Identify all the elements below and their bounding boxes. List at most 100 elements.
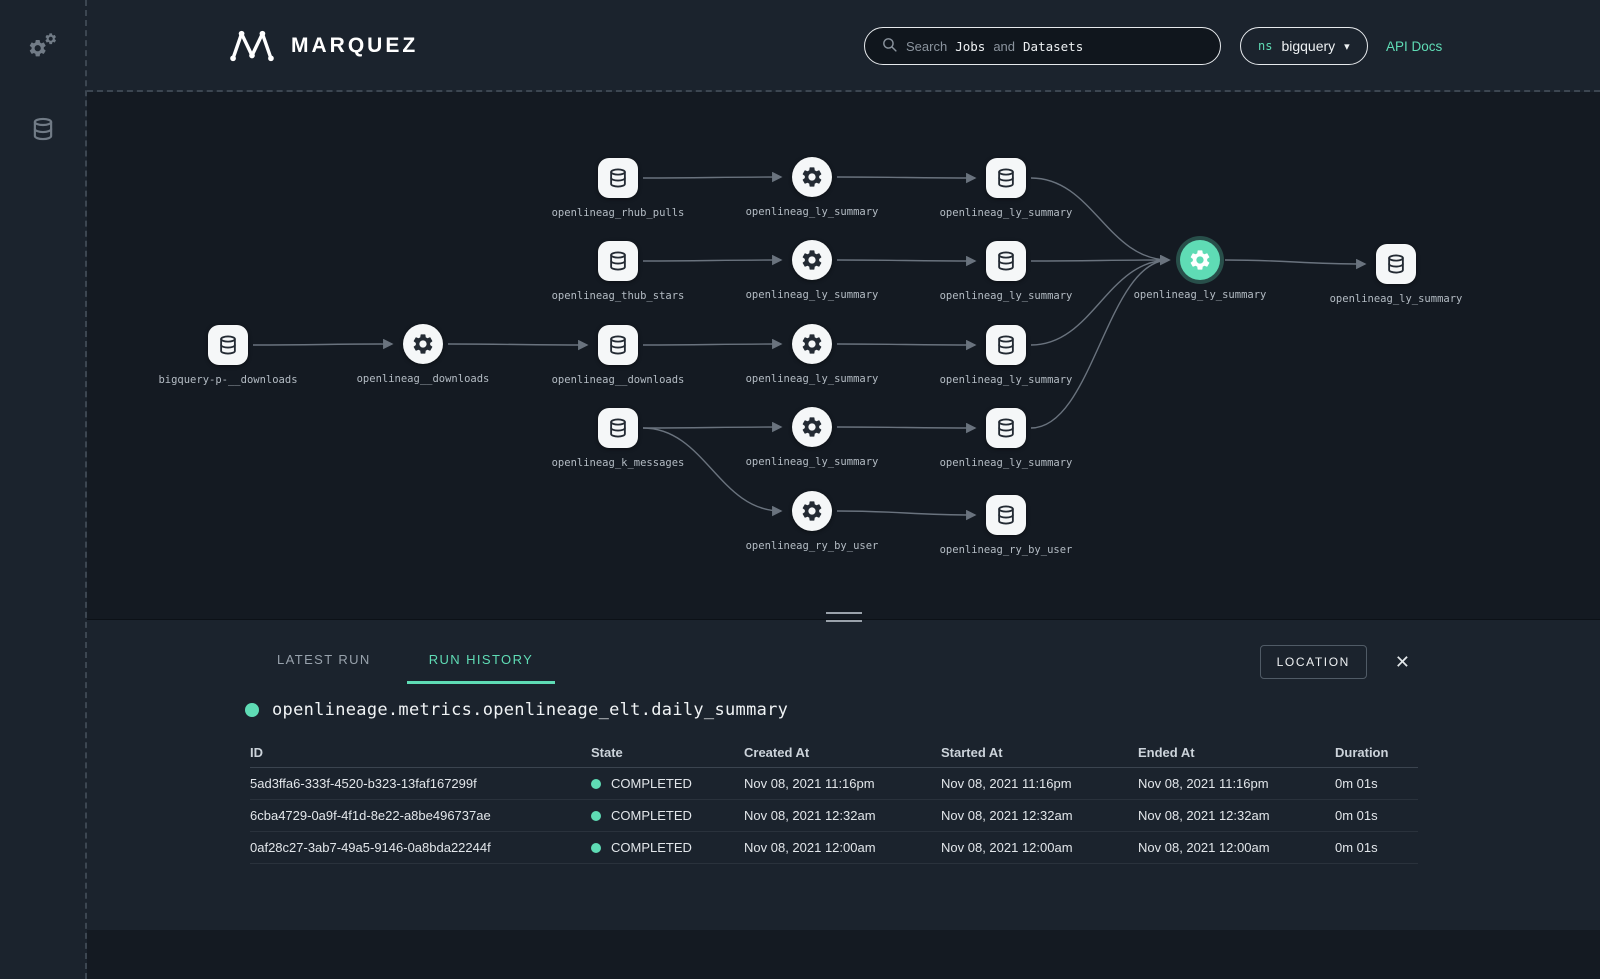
column-header: Started At [941,745,1003,760]
dataset-node[interactable]: openlineag_ly_summary [911,325,1101,386]
datasets-database-icon [30,117,56,145]
gear-icon [792,157,832,197]
chevron-down-icon: ▾ [1344,40,1350,53]
marquez-logo-icon [230,30,274,62]
node-label: openlineag_ly_summary [939,207,1073,219]
namespace-label: ns [1258,39,1273,53]
run-started-cell: Nov 08, 2021 11:16pm [941,776,1072,791]
job-title-row: openlineage.metrics.openlineage_elt.dail… [245,700,788,720]
run-created-cell: Nov 08, 2021 12:00am [744,840,876,855]
node-label: openlineag_ly_summary [939,290,1073,302]
tab-run-history[interactable]: RUN HISTORY [406,640,556,684]
gear-icon [792,324,832,364]
job-title: openlineage.metrics.openlineage_elt.dail… [272,700,789,720]
node-label: openlineag_ry_by_user [939,544,1073,556]
node-label: openlineag__downloads [551,374,685,386]
brand-name: MARQUEZ [291,34,419,57]
dataset-node[interactable]: openlineag_ly_summary [911,158,1101,219]
job-node[interactable]: openlineag_ly_summary [717,157,907,218]
run-id-cell: 5ad3ffa6-333f-4520-b323-13faf167299f [250,776,477,791]
drawer-resize-handle[interactable] [825,612,862,622]
sidebar-datasets-button[interactable] [30,116,56,145]
column-header: Ended At [1138,745,1195,760]
run-tabs: LATEST RUN RUN HISTORY [255,640,569,684]
search-placeholder-and: and [993,38,1016,54]
job-status-dot-icon [245,703,259,717]
dataset-node[interactable]: openlineag_k_messages [523,408,713,469]
job-node[interactable]: openlineag_ry_by_user [717,491,907,552]
gear-icon [403,324,443,364]
column-header: ID [250,745,263,760]
node-label: openlineag_thub_stars [551,290,685,302]
database-icon [598,408,638,448]
run-duration-cell: 0m 01s [1335,840,1378,855]
dataset-node[interactable]: openlineag_ly_summary [911,241,1101,302]
run-duration-cell: 0m 01s [1335,776,1378,791]
top-header: MARQUEZ Search Jobs and Datasets ns bigq… [87,0,1600,92]
dataset-node[interactable]: bigquery-p-__downloads [133,325,323,386]
sidebar-jobs-button[interactable] [27,32,58,62]
run-state-cell: COMPLETED [591,840,744,855]
database-icon [986,325,1026,365]
search-placeholder-datasets: Datasets [1023,38,1084,54]
node-label: openlineag_ly_summary [745,456,879,468]
node-label: openlineag_ly_summary [745,206,879,218]
database-icon [986,495,1026,535]
database-icon [1376,244,1416,284]
run-started-cell: Nov 08, 2021 12:32am [941,808,1073,823]
run-id-cell: 0af28c27-3ab7-49a5-9146-0a8bda22244f [250,840,491,855]
database-icon [986,241,1026,281]
gear-icon [792,407,832,447]
dataset-node[interactable]: openlineag_thub_stars [523,241,713,302]
column-header: Duration [1335,745,1389,760]
location-button[interactable]: LOCATION [1259,645,1367,679]
node-label: bigquery-p-__downloads [158,374,298,386]
database-icon [598,325,638,365]
run-created-cell: Nov 08, 2021 12:32am [744,808,876,823]
run-ended-cell: Nov 08, 2021 12:32am [1138,808,1270,823]
close-icon[interactable]: ✕ [1394,652,1410,672]
tab-latest-run[interactable]: LATEST RUN [255,640,393,684]
database-icon [986,158,1026,198]
dataset-node[interactable]: openlineag__downloads [523,325,713,386]
sidebar [0,0,87,979]
run-row[interactable]: 5ad3ffa6-333f-4520-b323-13faf167299f COMP… [250,768,1418,800]
job-node[interactable]: openlineag_ly_summary [717,240,907,301]
search-input[interactable]: Search Jobs and Datasets [864,27,1221,65]
status-dot-icon [591,810,601,821]
run-row[interactable]: 0af28c27-3ab7-49a5-9146-0a8bda22244f COMP… [250,832,1418,864]
namespace-select[interactable]: ns bigquery ▾ [1240,27,1368,65]
jobs-gears-icon [27,33,58,62]
job-node[interactable]: openlineag__downloads [328,324,518,385]
node-label: openlineag__downloads [356,373,490,385]
run-ended-cell: Nov 08, 2021 12:00am [1138,840,1270,855]
database-icon [598,158,638,198]
column-header: Created At [744,745,810,760]
status-dot-icon [591,842,601,853]
node-label: openlineag_ly_summary [1329,293,1463,305]
dataset-node[interactable]: openlineag_ry_by_user [911,495,1101,556]
drawer-actions: LOCATION ✕ [1259,645,1410,679]
search-placeholder-jobs: Jobs [955,38,986,54]
database-icon [986,408,1026,448]
run-state-cell: COMPLETED [591,808,744,823]
job-node[interactable]: openlineag_ly_summary [1105,240,1295,301]
search-placeholder-prefix: Search [906,38,948,54]
dataset-node[interactable]: openlineag_ly_summary [911,408,1101,469]
job-node[interactable]: openlineag_ly_summary [717,407,907,468]
dataset-node[interactable]: openlineag_rhub_pulls [523,158,713,219]
gear-icon [792,240,832,280]
api-docs-link[interactable]: API Docs [1386,38,1443,54]
node-label: openlineag_ly_summary [939,374,1073,386]
search-icon [881,36,898,56]
run-state-cell: COMPLETED [591,776,744,791]
brand-logo: MARQUEZ [227,0,418,92]
dataset-node[interactable]: openlineag_ly_summary [1301,244,1491,305]
run-started-cell: Nov 08, 2021 12:00am [941,840,1073,855]
job-node[interactable]: openlineag_ly_summary [717,324,907,385]
